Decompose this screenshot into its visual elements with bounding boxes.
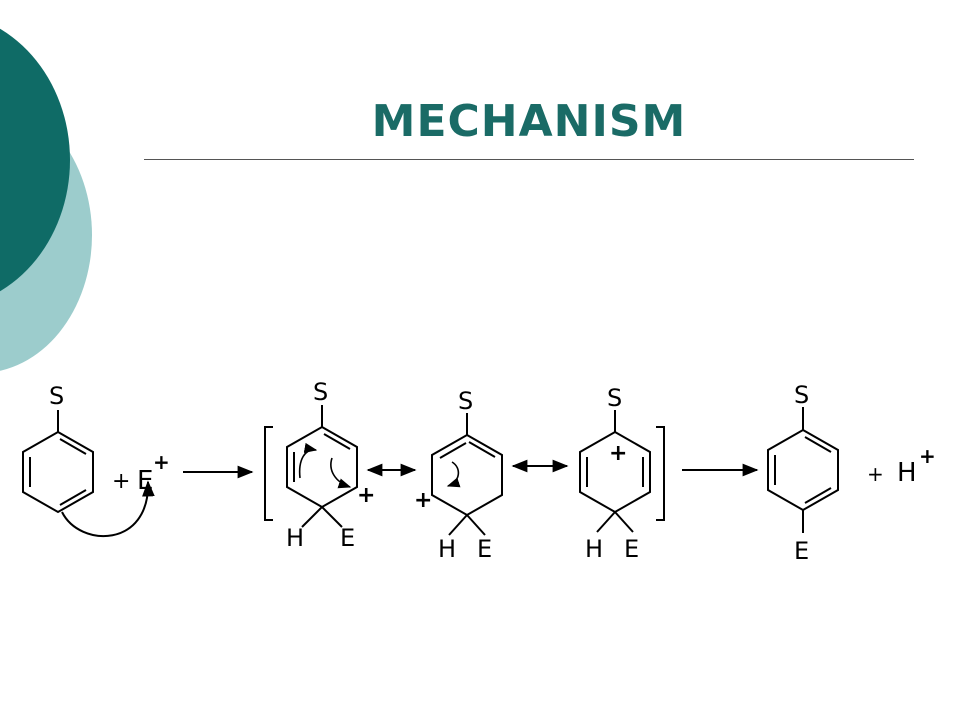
title-underline [144,159,914,160]
curved-arrow-i2 [446,461,461,488]
intermediate-2-charge: + [414,488,432,513]
intermediate-1-h: H [286,524,304,552]
intermediate-3 [579,410,651,533]
intermediate-1-e: E [340,524,355,552]
curved-arrow-attack [61,480,155,538]
intermediate-3-e: E [624,535,639,563]
product-plus: + [867,462,884,486]
dark-teal-circle [0,28,70,292]
proton-charge: + [919,444,936,468]
electrophile-charge: + [153,450,170,474]
intermediate-3-h: H [585,535,603,563]
product-substituent: S [794,381,809,409]
decorative-circles [0,28,92,371]
intermediate-3-substituent: S [607,384,622,412]
curved-arrow-i1-a [298,442,318,479]
intermediate-1-charge: + [357,483,375,508]
right-bracket [656,426,665,521]
slide-title: MECHANISM [371,96,687,147]
intermediate-2-e: E [477,535,492,563]
product-e: E [794,537,809,565]
intermediate-3-charge: + [609,441,627,466]
intermediate-1 [286,405,358,528]
left-bracket [264,426,273,521]
mechanism-scheme: S + E + S + H E S + H E [22,378,936,565]
reactant-benzene [22,410,94,514]
reactant-plus: + [112,469,130,494]
intermediate-2-substituent: S [458,387,473,415]
intermediate-2-h: H [438,535,456,563]
electrophile-label: E [137,466,153,496]
reactant-substituent: S [49,382,64,410]
intermediate-1-substituent: S [313,378,328,406]
proton-label: H [897,458,917,488]
intermediate-2 [431,413,503,536]
curved-arrow-i1-b [330,457,352,489]
product-benzene [767,407,839,533]
